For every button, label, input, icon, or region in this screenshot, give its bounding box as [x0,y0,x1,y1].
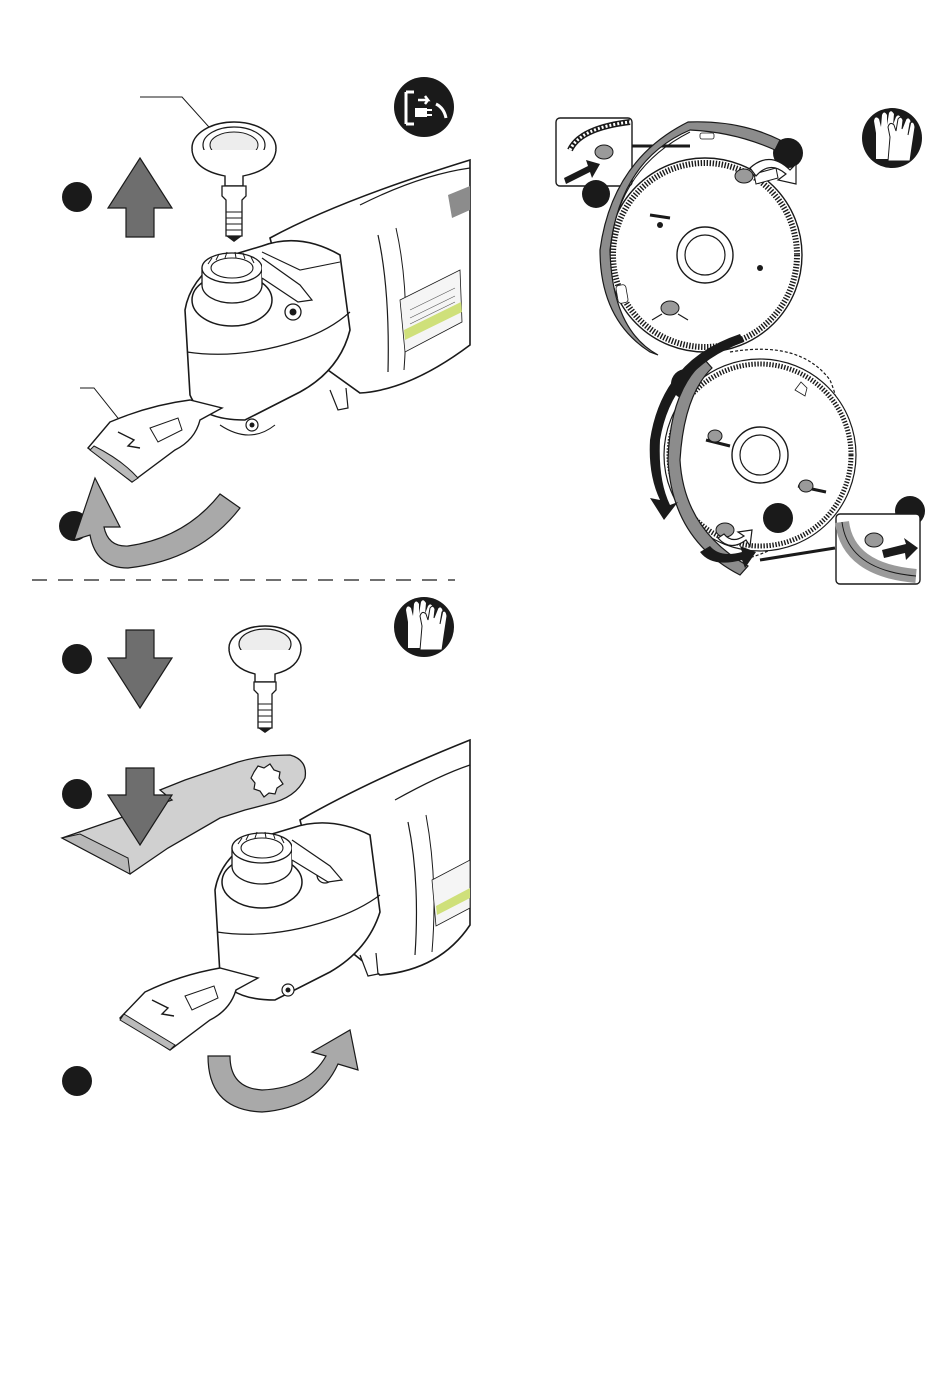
gloves-icon-right [862,108,922,168]
oscillating-blade-mounted [120,968,258,1050]
panel-insert-tool [62,597,470,1112]
step-marker-3 [62,644,92,674]
step-marker-9 [763,503,793,533]
panel-change-saw-guard [556,108,925,584]
detail-inset-bottom [836,514,920,584]
step-marker-6 [582,180,610,208]
lift-up-arrow [108,158,172,237]
oscillating-blade-removed [88,400,222,482]
step-marker-1 [62,182,92,212]
insert-down-arrow-1 [108,630,172,708]
gloves-icon [394,597,454,657]
panel-remove-tool [59,77,470,568]
step-marker-4 [62,779,92,809]
clamping-screw-insert [229,626,301,733]
rotate-lock-arrow [208,1030,358,1112]
step-marker-5 [62,1066,92,1096]
rotate-out-arrow [74,478,240,568]
clamping-screw [192,122,276,242]
unplug-icon [394,77,454,137]
